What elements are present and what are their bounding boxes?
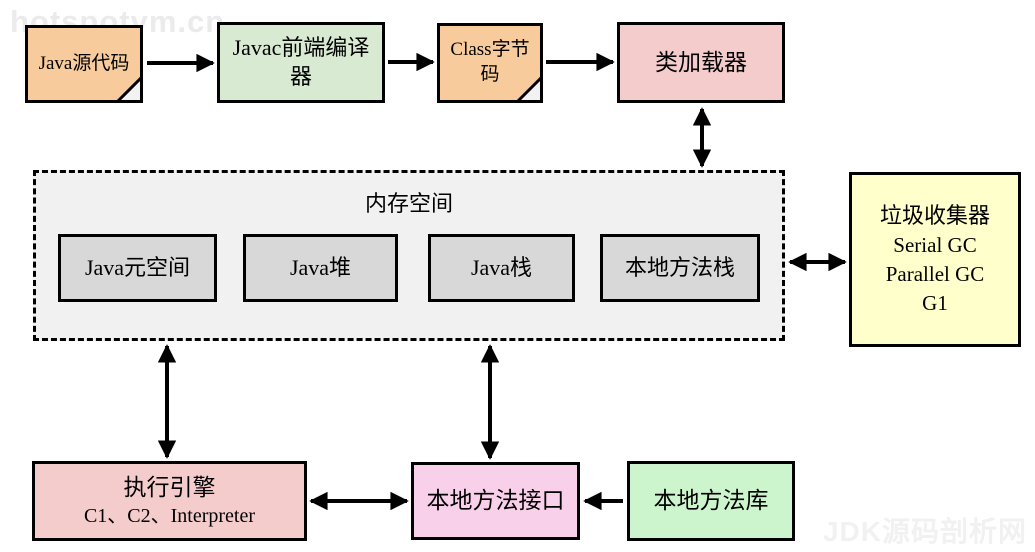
node-label: Class字节码 [450,39,530,85]
node-java-source-code: Java源代码 [25,25,143,103]
node-label: 类加载器 [655,49,747,75]
folded-corner-icon [516,76,543,103]
node-native-method-interface: 本地方法接口 [411,462,580,540]
memory-region-java-stack: Java栈 [428,234,575,302]
node-execution-engine: 执行引擎 C1、C2、Interpreter [32,461,307,541]
node-native-method-library: 本地方法库 [627,461,795,541]
node-class-loader: 类加载器 [617,22,785,103]
memory-space-container: 内存空间 Java元空间 Java堆 Java栈 本地方法栈 [33,170,785,341]
node-label: 本地方法接口 [426,488,565,514]
node-label: Java源代码 [38,52,130,74]
memory-region-metaspace: Java元空间 [58,234,217,302]
memory-space-title: 内存空间 [364,191,453,216]
watermark-bottom-right: JDK源码剖析网 [822,516,1027,547]
gc-line: Parallel GC [885,262,985,287]
region-label: Java堆 [289,254,352,280]
gc-title: 垃圾收集器 [879,202,990,228]
node-class-bytecode: Class字节码 [437,23,543,103]
node-javac-compiler: Javac前端编译器 [217,22,385,103]
engine-title: 执行引擎 [123,475,216,501]
region-label: 本地方法栈 [624,254,735,280]
node-garbage-collector: 垃圾收集器 Serial GC Parallel GC G1 [849,172,1021,347]
node-label: 本地方法库 [653,488,769,514]
node-label: Javac前端编译器 [232,34,370,89]
memory-region-heap: Java堆 [243,234,398,302]
region-label: Java栈 [470,254,533,280]
region-label: Java元空间 [84,254,191,280]
gc-line: G1 [922,291,948,316]
memory-region-native-method-stack: 本地方法栈 [600,234,760,302]
gc-line: Serial GC [893,233,977,258]
engine-subtitle: C1、C2、Interpreter [83,504,256,527]
folded-corner-icon [116,76,143,103]
